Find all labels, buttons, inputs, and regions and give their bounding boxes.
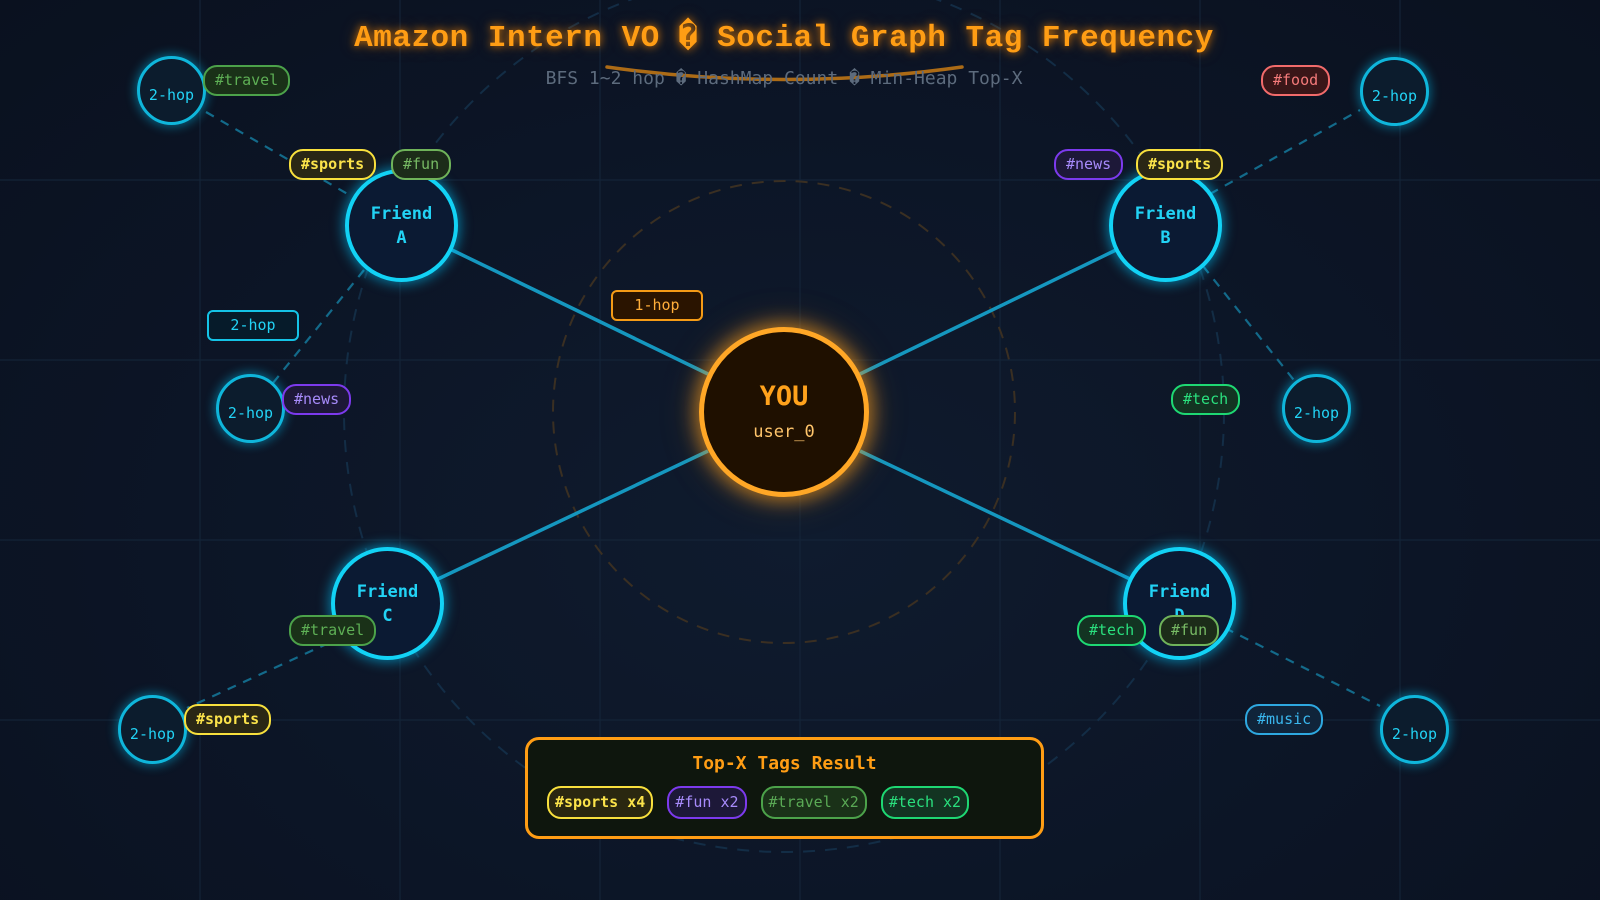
tag-fun: #fun <box>391 149 452 180</box>
friend-label: Friend <box>370 203 433 224</box>
top-x-result-panel: Top-X Tags Result #sports x4 #fun x2 #tr… <box>525 737 1044 839</box>
result-chip-travel: #travel x2 <box>760 786 867 819</box>
tag-food: #food <box>1261 65 1331 96</box>
friend-id: A <box>396 227 407 248</box>
amazon-smile-arc <box>605 65 964 82</box>
two-hop-edges <box>186 109 1381 709</box>
two-hop-node-label: 2-hop <box>227 403 274 422</box>
two-hop-node[interactable]: 2-hop <box>137 56 206 125</box>
friend-id: B <box>1160 227 1171 248</box>
friend-label: Friend <box>1134 203 1197 224</box>
tag-sports: #sports <box>184 704 272 735</box>
two-hop-node[interactable]: 2-hop <box>1380 695 1449 764</box>
tag-tech: #tech <box>1171 384 1241 415</box>
friend-node-b[interactable]: Friend B <box>1109 169 1222 282</box>
center-node-you[interactable]: YOU user_0 <box>699 327 869 497</box>
tag-sports: #sports <box>289 149 377 180</box>
two-hop-node-label: 2-hop <box>1391 724 1438 743</box>
tag-fun: #fun <box>1159 615 1220 646</box>
friend-label: Friend <box>356 581 419 602</box>
center-node-user-id: user_0 <box>753 422 815 442</box>
page-subtitle: BFS 1~2 hop � HashMap Count � Min-Heap T… <box>545 68 1023 89</box>
two-hop-node-label: 2-hop <box>1293 403 1340 422</box>
result-chip-fun: #fun x2 <box>667 786 747 819</box>
result-chip-tech: #tech x2 <box>880 786 970 819</box>
result-chip-sports: #sports x4 <box>547 786 654 819</box>
result-title: Top-X Tags Result <box>692 753 877 774</box>
two-hop-node[interactable]: 2-hop <box>118 695 187 764</box>
tag-tech: #tech <box>1077 615 1147 646</box>
two-hop-node-label: 2-hop <box>148 85 195 104</box>
tag-sports: #sports <box>1136 149 1224 180</box>
two-hop-node-label: 2-hop <box>129 724 176 743</box>
two-hop-node[interactable]: 2-hop <box>1360 57 1429 126</box>
two-hop-node[interactable]: 2-hop <box>216 374 285 443</box>
tag-travel: #travel <box>289 615 377 646</box>
friend-label: Friend <box>1148 581 1211 602</box>
page-title: Amazon Intern VO � Social Graph Tag Freq… <box>354 21 1214 56</box>
one-hop-label: 1-hop <box>611 290 703 321</box>
tag-travel: #travel <box>203 65 291 96</box>
inner-orbit-ring <box>552 180 1016 644</box>
result-chip-list: #sports x4 #fun x2 #travel x2 #tech x2 <box>547 786 970 819</box>
tag-news: #news <box>1054 149 1124 180</box>
one-hop-edges <box>437 248 1131 581</box>
friend-node-a[interactable]: Friend A <box>345 169 458 282</box>
tag-music: #music <box>1245 704 1324 735</box>
two-hop-node[interactable]: 2-hop <box>1282 374 1351 443</box>
two-hop-label: 2-hop <box>207 310 299 341</box>
tag-news: #news <box>282 384 352 415</box>
center-node-label: YOU <box>759 381 809 412</box>
two-hop-node-label: 2-hop <box>1371 86 1418 105</box>
friend-id: C <box>382 605 393 626</box>
